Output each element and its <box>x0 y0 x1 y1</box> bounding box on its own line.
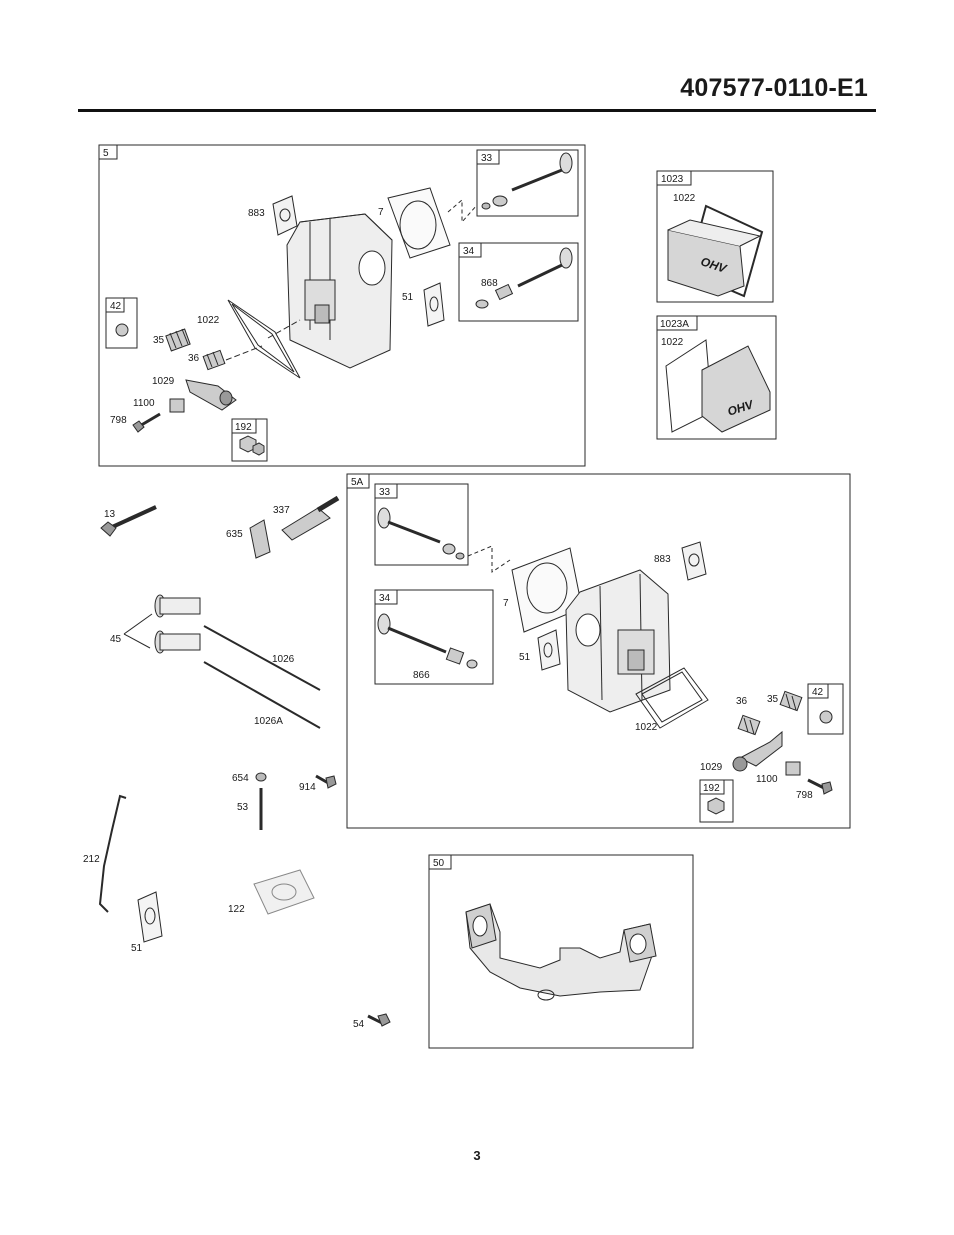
callout-866: 866 <box>413 670 430 681</box>
cylinder-head-drawing <box>286 213 393 369</box>
gasket-51-drawing <box>137 891 163 943</box>
exhaust-manifold-drawing <box>465 903 657 1001</box>
intake-valve-drawing <box>481 152 573 210</box>
panel-label: 34 <box>379 593 391 604</box>
callout-1022: 1022 <box>661 337 684 348</box>
callout-35: 35 <box>767 694 779 705</box>
panel-label: 5 <box>103 148 109 159</box>
panel-5a: 5A 33 34 866 7 883 51 <box>346 473 851 829</box>
panel-1023a: 1023A 1022 OHV <box>656 315 777 440</box>
callout-35: 35 <box>153 335 165 346</box>
gasket-883-drawing <box>681 541 707 581</box>
clip-1100-drawing <box>785 761 801 776</box>
callout-13: 13 <box>104 509 116 520</box>
rocker-gasket-drawing <box>227 299 301 379</box>
callout-1022: 1022 <box>635 722 658 733</box>
callout-635: 635 <box>226 529 243 540</box>
callout-122: 122 <box>228 904 245 915</box>
panel-label: 33 <box>481 153 493 164</box>
panel-label: 1023 <box>661 174 684 185</box>
panel-label: 50 <box>433 858 445 869</box>
tappet-drawing <box>154 594 201 654</box>
gasket-122-drawing <box>253 869 315 915</box>
panel-label: 33 <box>379 487 391 498</box>
callout-212: 212 <box>83 854 100 865</box>
callout-7: 7 <box>503 598 509 609</box>
head-gasket-drawing <box>387 187 451 259</box>
callout-1029: 1029 <box>700 762 723 773</box>
panel-50: 50 <box>428 854 694 1049</box>
valve-spring-36-drawing <box>737 714 761 736</box>
callout-883: 883 <box>654 554 671 565</box>
callout-883: 883 <box>248 208 265 219</box>
callout-51: 51 <box>131 943 143 954</box>
rocker-arm-drawing <box>738 730 783 767</box>
header-rule <box>78 109 876 112</box>
panel-label: 1023A <box>660 319 689 330</box>
valve-keeper-drawing <box>115 323 129 337</box>
panel-label: 192 <box>703 783 720 794</box>
callout-1100: 1100 <box>756 774 778 785</box>
cylinder-head-drawing <box>565 569 671 713</box>
panel-label: 34 <box>463 246 475 257</box>
gasket-51-drawing <box>423 282 445 327</box>
panel-label: 42 <box>812 687 824 698</box>
panel-label: 5A <box>351 477 364 488</box>
panel-label: 42 <box>110 301 122 312</box>
gasket-883-drawing <box>272 195 298 236</box>
callout-1100: 1100 <box>133 398 155 409</box>
callout-914: 914 <box>299 782 316 793</box>
rocker-gasket-drawing <box>635 667 709 729</box>
panel-1023: 1023 1022 OHV <box>656 170 774 303</box>
push-rod-1026-drawing <box>203 625 321 691</box>
callout-654: 654 <box>232 773 249 784</box>
callout-1022: 1022 <box>673 193 696 204</box>
document-number: 407577-0110-E1 <box>680 74 868 102</box>
valve-spring-35-drawing <box>165 328 191 352</box>
clip-1100-drawing <box>169 398 185 413</box>
push-rod-1026a-drawing <box>203 661 321 729</box>
callout-51: 51 <box>402 292 414 303</box>
link-212-drawing <box>98 794 127 913</box>
valve-spring-36-drawing <box>202 349 226 371</box>
callout-53: 53 <box>237 802 249 813</box>
spark-plug-drawing <box>281 507 331 541</box>
bolt-13-drawing <box>109 505 157 530</box>
callout-1029: 1029 <box>152 376 175 387</box>
callout-798: 798 <box>796 790 813 801</box>
loose-parts: 13 337 635 45 1026 1026A 654 53 914 <box>83 495 391 1030</box>
callout-337: 337 <box>273 505 290 516</box>
callout-798: 798 <box>110 415 127 426</box>
exhaust-valve-drawing <box>475 247 573 309</box>
screw-798-drawing <box>807 778 825 790</box>
callout-45: 45 <box>110 634 122 645</box>
callout-868: 868 <box>481 278 498 289</box>
callout-36: 36 <box>188 353 200 364</box>
page-number: 3 <box>473 1148 481 1163</box>
panel-label: 192 <box>235 422 252 433</box>
callout-1026a: 1026A <box>254 716 283 727</box>
callout-1026: 1026 <box>272 654 295 665</box>
callout-51: 51 <box>519 652 531 663</box>
valve-keeper-drawing <box>819 710 833 724</box>
gasket-51-drawing <box>537 629 561 671</box>
callout-54: 54 <box>353 1019 365 1030</box>
callout-1022: 1022 <box>197 315 220 326</box>
callout-7: 7 <box>378 207 384 218</box>
plug-boot-drawing <box>249 519 271 559</box>
valve-spring-35-drawing <box>779 690 803 712</box>
rocker-cover-drawing <box>701 345 771 433</box>
nut-654-drawing <box>255 772 267 782</box>
panel-5: 5 33 34 868 42 192 <box>98 144 586 467</box>
callout-36: 36 <box>736 696 748 707</box>
